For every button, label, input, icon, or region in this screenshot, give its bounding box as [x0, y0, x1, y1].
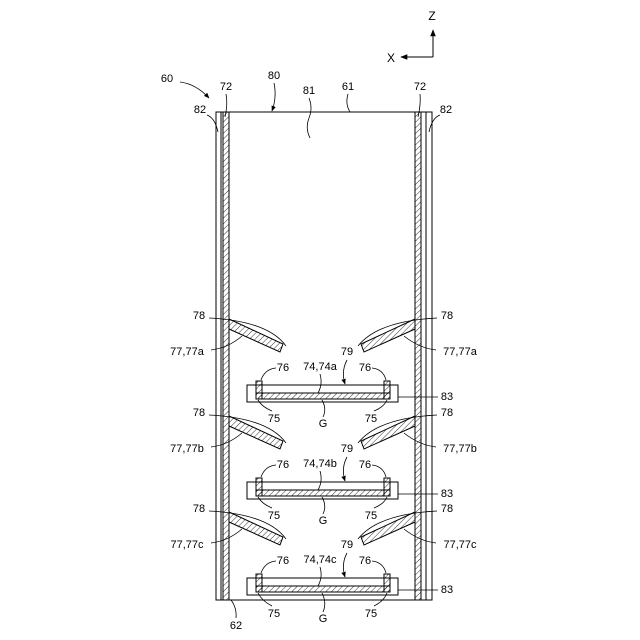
ref-fin-right: 77,77c — [443, 539, 477, 551]
tray-tab-left — [256, 478, 262, 496]
ref-tab-right: 76 — [359, 362, 371, 374]
ref-wall-left: 72 — [220, 81, 232, 93]
ref-gap: G — [319, 418, 328, 430]
tray-tab-left — [256, 574, 262, 592]
ref-foot-right: 75 — [365, 413, 377, 425]
ref-wall-right: 72 — [414, 81, 426, 93]
ref-foot-left: 75 — [268, 608, 280, 620]
ref-top-wall: 61 — [342, 81, 354, 93]
ref-fin-left: 77,77b — [170, 443, 204, 455]
ref-interior: 81 — [303, 85, 315, 97]
ref-tab-left: 76 — [277, 459, 289, 471]
ref-gap: G — [319, 515, 328, 527]
tray-tab-left — [256, 381, 262, 399]
ref-tab-left: 76 — [277, 555, 289, 567]
tray-plate — [256, 586, 390, 592]
ref-fin-left: 77,77a — [170, 346, 205, 358]
tray-plate — [256, 490, 390, 496]
ref-fin-left: 77,77c — [170, 539, 204, 551]
ref-fin-tip-right: 78 — [441, 310, 453, 322]
ref-gap: G — [319, 613, 328, 625]
side-strip-left — [216, 112, 221, 600]
ref-gap-arrow: 79 — [341, 443, 353, 455]
ref-gap-arrow: 79 — [341, 539, 353, 551]
side-strip-right — [426, 112, 432, 600]
ref-fin-tip-left: 78 — [193, 407, 205, 419]
tray-tab-right — [384, 381, 390, 399]
ref-tray: 74,74b — [303, 458, 337, 470]
ref-fin-tip-right: 78 — [441, 407, 453, 419]
ref-tray: 74,74a — [303, 361, 338, 373]
ref-outer-tube: 80 — [268, 70, 280, 82]
tray-tab-right — [384, 574, 390, 592]
ref-frame: 83 — [441, 391, 453, 403]
ref-foot-left: 75 — [268, 413, 280, 425]
ref-assembly: 60 — [161, 73, 173, 85]
ref-tab-right: 76 — [359, 555, 371, 567]
ref-fin-tip-right: 78 — [441, 503, 453, 515]
ref-tab-right: 76 — [359, 459, 371, 471]
ref-foot-left: 75 — [268, 510, 280, 522]
z-axis-label: Z — [428, 9, 435, 23]
ref-fin-right: 77,77a — [443, 346, 478, 358]
ref-side-left: 82 — [194, 104, 206, 116]
ref-tray: 74,74c — [303, 554, 337, 566]
ref-fin-right: 77,77b — [443, 443, 477, 455]
ref-side-right: 82 — [440, 104, 452, 116]
ref-frame: 83 — [441, 488, 453, 500]
ref-foot-right: 75 — [365, 510, 377, 522]
ref-gap-arrow: 79 — [341, 346, 353, 358]
x-axis-label: X — [387, 51, 395, 65]
ref-bottom-wall: 62 — [230, 620, 242, 632]
ref-fin-tip-left: 78 — [193, 503, 205, 515]
tray-tab-right — [384, 478, 390, 496]
ref-fin-tip-left: 78 — [193, 310, 205, 322]
ref-tab-left: 76 — [277, 362, 289, 374]
ref-frame: 83 — [441, 584, 453, 596]
tray-plate — [256, 393, 390, 399]
ref-foot-right: 75 — [365, 608, 377, 620]
wall-left — [223, 112, 229, 600]
wall-right — [415, 112, 421, 600]
